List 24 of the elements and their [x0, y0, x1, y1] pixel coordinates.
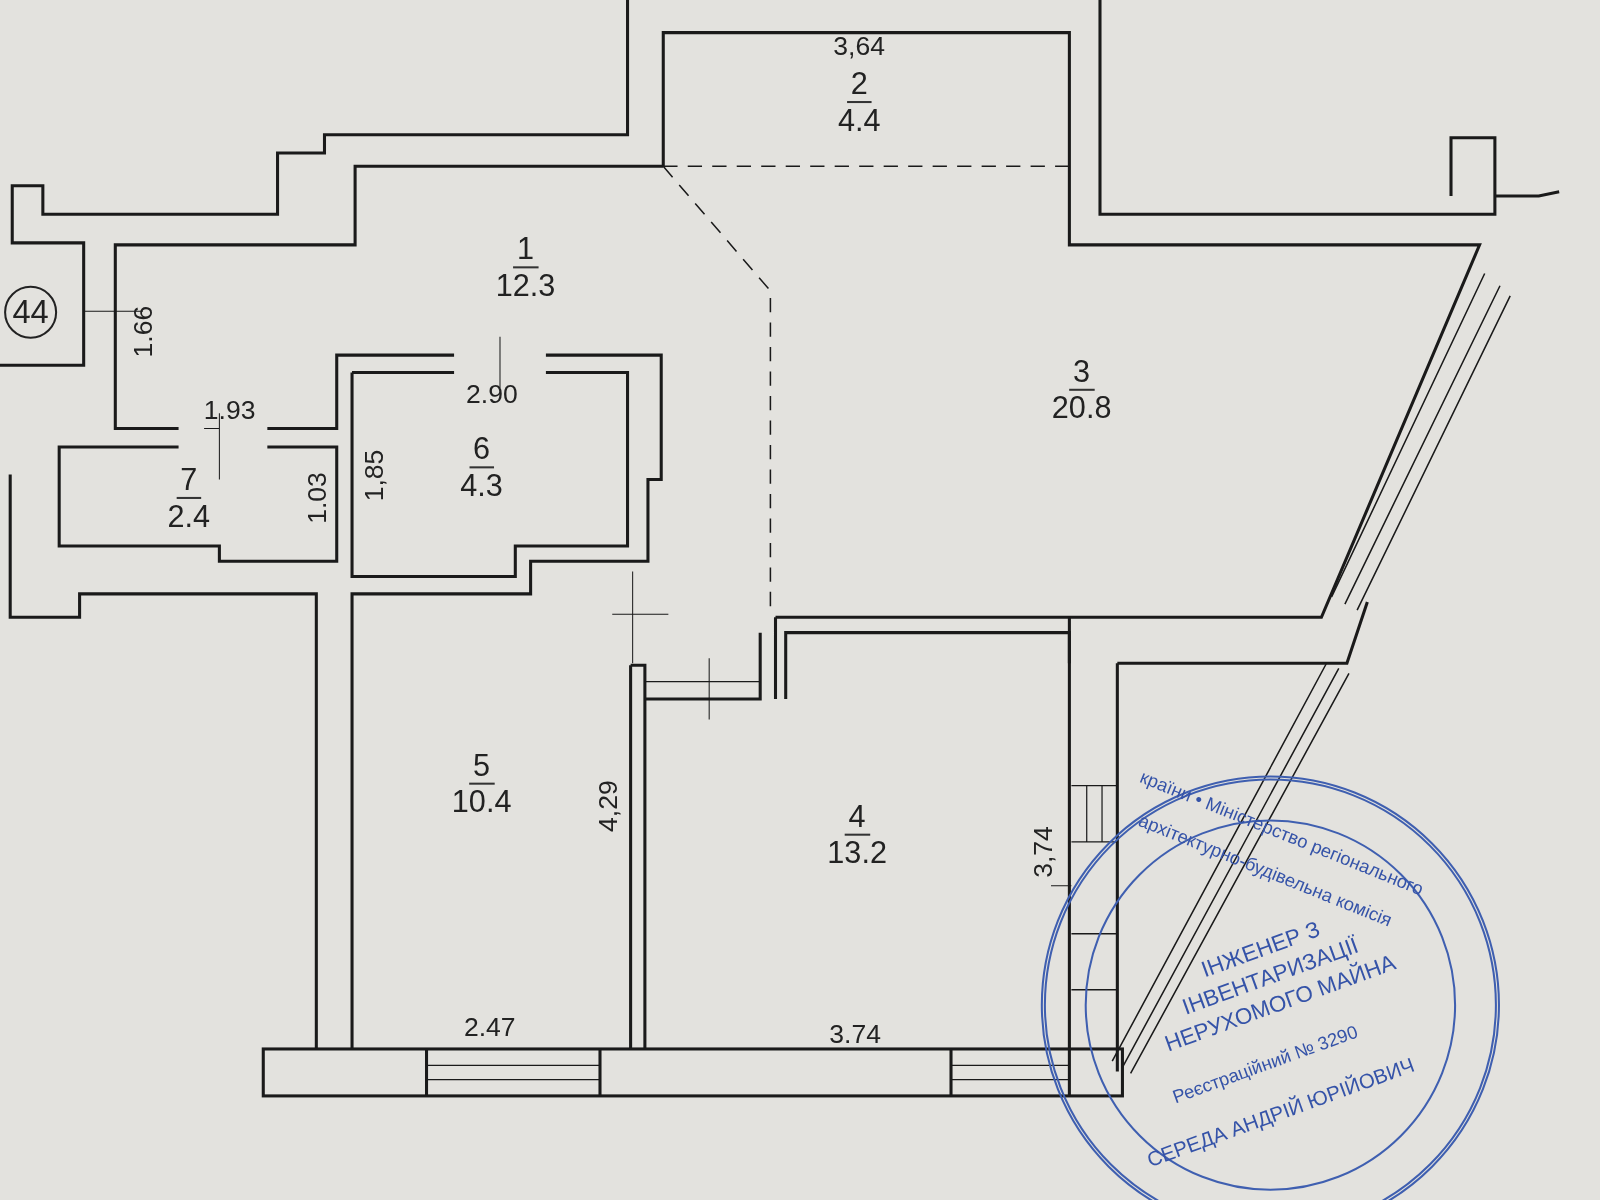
- dimension-label: 1.66: [128, 305, 158, 358]
- dimension-label: 1,85: [359, 449, 388, 502]
- dimension-label: 2.90: [466, 379, 518, 409]
- room-area: 4.4: [833, 103, 885, 138]
- room-area: 10.4: [447, 784, 516, 820]
- dimension-label: 4,29: [593, 780, 623, 832]
- room-number: 4: [844, 798, 870, 836]
- room-number: 2: [846, 66, 872, 104]
- dimension-label: 1.93: [203, 395, 256, 425]
- room-number: 5: [469, 747, 495, 785]
- dimension-label: 3,64: [833, 31, 885, 61]
- room-area: 13.2: [823, 835, 891, 871]
- room-area: 12.3: [491, 268, 560, 304]
- dimension-label: 1.03: [302, 472, 331, 524]
- room-area: 2.4: [163, 499, 215, 534]
- dimension-label: 3,74: [1028, 826, 1058, 878]
- room-area: 4.3: [456, 468, 507, 504]
- room-number: 7: [176, 462, 202, 499]
- room-number: 1: [512, 231, 539, 269]
- room-area: 20.8: [1047, 390, 1116, 426]
- room-number: 6: [469, 431, 495, 469]
- dimension-label: 2.47: [463, 1012, 516, 1041]
- room-number: 3: [1069, 354, 1095, 391]
- dimension-label: 3.74: [829, 1019, 881, 1048]
